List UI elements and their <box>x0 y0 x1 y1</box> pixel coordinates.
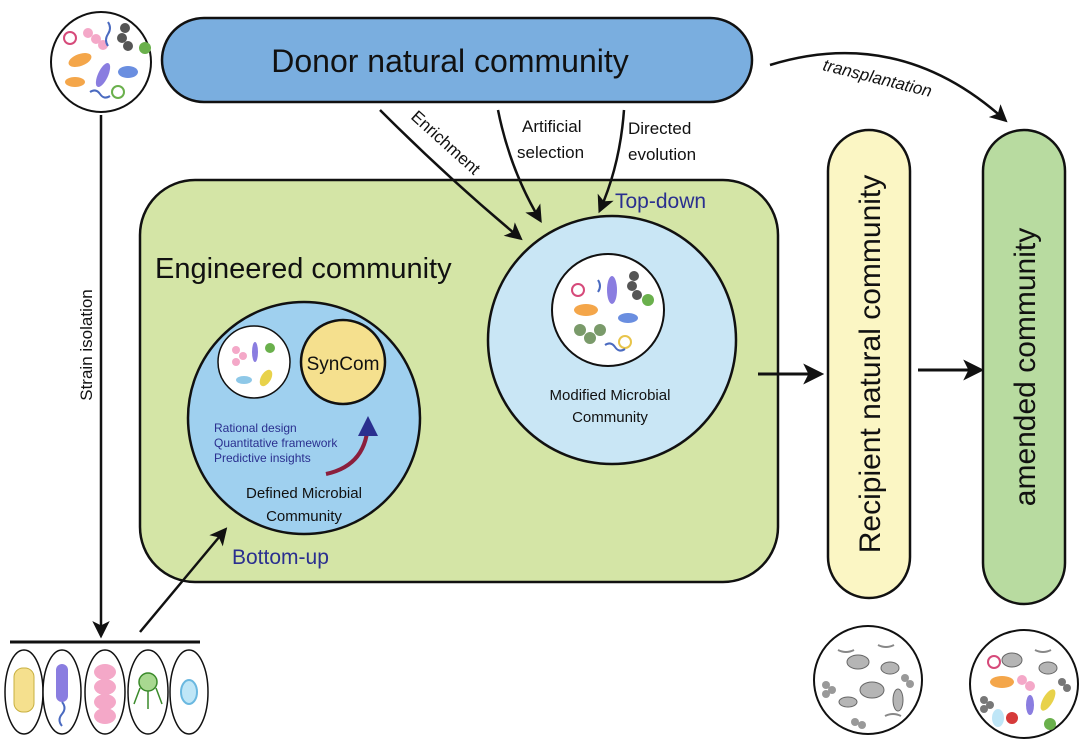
bottom-up-bullet-1: Rational design <box>214 421 297 435</box>
modified-community-label-1: Modified Microbial <box>550 387 671 404</box>
bottom-up-bullet-3: Predictive insights <box>214 451 311 465</box>
transplantation-arrow <box>769 51 1008 123</box>
enrichment-label: Enrichment <box>407 107 484 179</box>
donor-community-box <box>160 16 754 104</box>
recipient-microbes-icon <box>813 625 923 735</box>
recipient-community-label: Recipient natural community <box>854 175 887 554</box>
modified-microbes-icon <box>551 253 665 367</box>
directed-evolution-label-1: Directed <box>628 119 691 138</box>
amended-community-box <box>981 128 1067 606</box>
recipient-community-box <box>826 128 912 600</box>
defined-microbes-icon <box>217 325 291 399</box>
amended-community-label: amended community <box>1009 228 1042 506</box>
syncom-circle <box>299 318 387 406</box>
defined-community-label-2: Community <box>266 508 342 525</box>
defined-community-label-1: Defined Microbial <box>246 485 362 502</box>
transplantation-label: transplantation <box>821 55 934 100</box>
engineered-community-title: Engineered community <box>155 253 452 285</box>
top-down-label: Top-down <box>615 190 706 213</box>
bottom-up-label: Bottom-up <box>232 546 329 569</box>
modified-community-label-2: Community <box>572 409 648 426</box>
directed-evolution-label-2: evolution <box>628 145 696 164</box>
bottom-up-arrow <box>139 527 228 633</box>
strain-isolation-label: Strain isolation <box>77 289 96 401</box>
syncom-label: SynCom <box>307 354 380 375</box>
artificial-selection-arrow <box>496 109 542 224</box>
directed-evolution-arrow <box>597 109 626 214</box>
donor-microbes-icon <box>50 11 152 113</box>
artificial-selection-label-1: Artificial <box>522 117 582 136</box>
enrichment-arrow <box>379 109 523 241</box>
bottom-up-bullet-2: Quantitative framework <box>214 436 338 450</box>
donor-community-label: Donor natural community <box>271 43 628 79</box>
artificial-selection-label-2: selection <box>517 143 584 162</box>
amended-microbes-icon <box>969 629 1079 739</box>
syncom-curved-arrow <box>325 416 378 476</box>
isolated-strains <box>4 649 209 735</box>
